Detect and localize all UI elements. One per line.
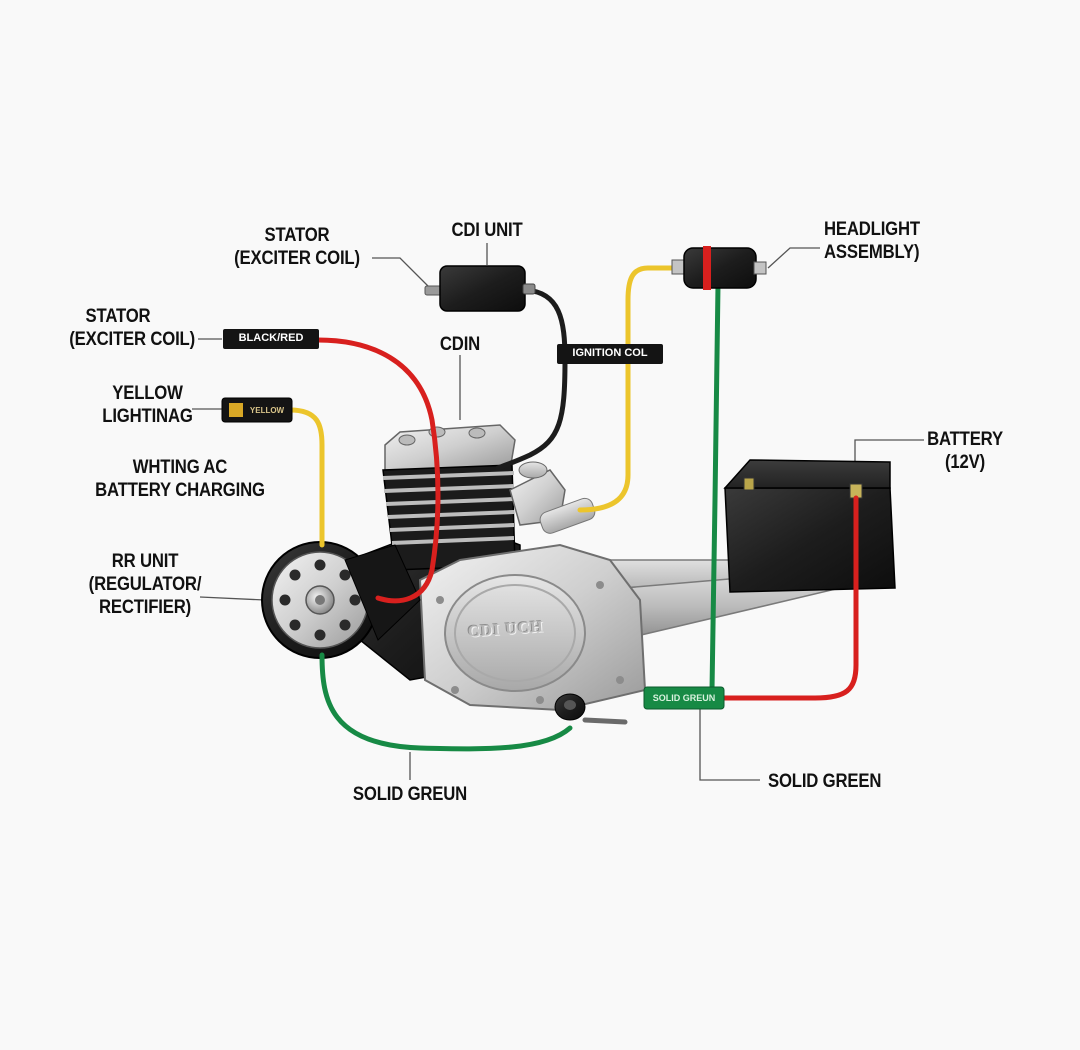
label-rr-unit: RR UNIT (REGULATOR/ RECTIFIER) [70,550,220,619]
label-battery: BATTERY (12V) [917,428,1014,474]
wire-yellow-headlight [577,265,683,513]
engine-side-cover [444,574,586,692]
label-headlight-line1: HEADLIGHT [824,219,920,240]
solid-green-connector-bg [643,686,725,710]
wire-yellow-lighting [287,407,325,548]
label-cdin: CDIN [439,334,481,355]
leader-stator-top [372,257,433,291]
label-solid-green: SOLID GREEN [768,771,882,792]
wire-green-rr [319,652,573,752]
rr-unit-component [261,541,421,659]
label-stator-left-line2: (EXCITER COIL) [69,329,195,350]
wire-red-battery [719,495,859,701]
battery [723,459,896,593]
label-cdi-unit: CDI UNIT [451,220,523,241]
label-stator-top-line2: (EXCITER COIL) [234,248,360,269]
ignition-tag-bg [557,344,663,364]
label-battery-line2: (12V) [944,452,986,473]
tag-yellow-connector: YELLOW [249,406,285,415]
wire-red [315,337,441,604]
tag-ignition: IGNITION COL [572,347,648,359]
leader-lines [192,243,924,781]
label-whting-line1: WHTING AC [132,457,228,478]
label-rr-unit-line3: RECTIFIER) [98,597,192,618]
label-rr-unit-line1: RR UNIT [111,551,179,572]
label-stator-top-line1: STATOR [264,225,330,246]
battery-negative-terminal [743,477,755,491]
label-stator-top: STATOR (EXCITER COIL) [231,224,363,270]
label-battery-line1: BATTERY [927,429,1003,450]
label-stator-left-line1: STATOR [85,306,151,327]
yellow-connector-pin [229,403,243,417]
wires [287,265,859,752]
headlight-component [671,246,767,290]
label-yellow-line2: LIGHTINAG [102,406,193,427]
label-headlight-line2: ASSEMBLY) [824,242,920,263]
wire-green-headlight [709,282,721,693]
label-whting: WHTING AC BATTERY CHARGING [83,456,277,502]
label-whting-line2: BATTERY CHARGING [95,480,265,501]
wire-black [495,287,568,471]
engine [349,424,647,725]
tag-solid-green-connector: SOLID GREUN [652,693,716,703]
leader-rr-unit [199,596,266,601]
label-yellow: YELLOW LIGHTINAG [79,382,215,428]
leader-headlight [767,247,820,269]
label-solid-greun: SOLID GREUN [352,784,468,805]
black-red-tag-bg [223,329,319,349]
label-headlight: HEADLIGHT ASSEMBLY) [824,218,965,264]
label-stator-left: STATOR (EXCITER COIL) [41,305,195,351]
cdi-unit-component [424,265,536,312]
tag-black-red: BLACK/RED [238,332,304,344]
leader-solid-green [699,705,760,781]
label-rr-unit-line2: (REGULATOR/ [88,574,202,595]
label-yellow-line1: YELLOW [112,383,183,404]
